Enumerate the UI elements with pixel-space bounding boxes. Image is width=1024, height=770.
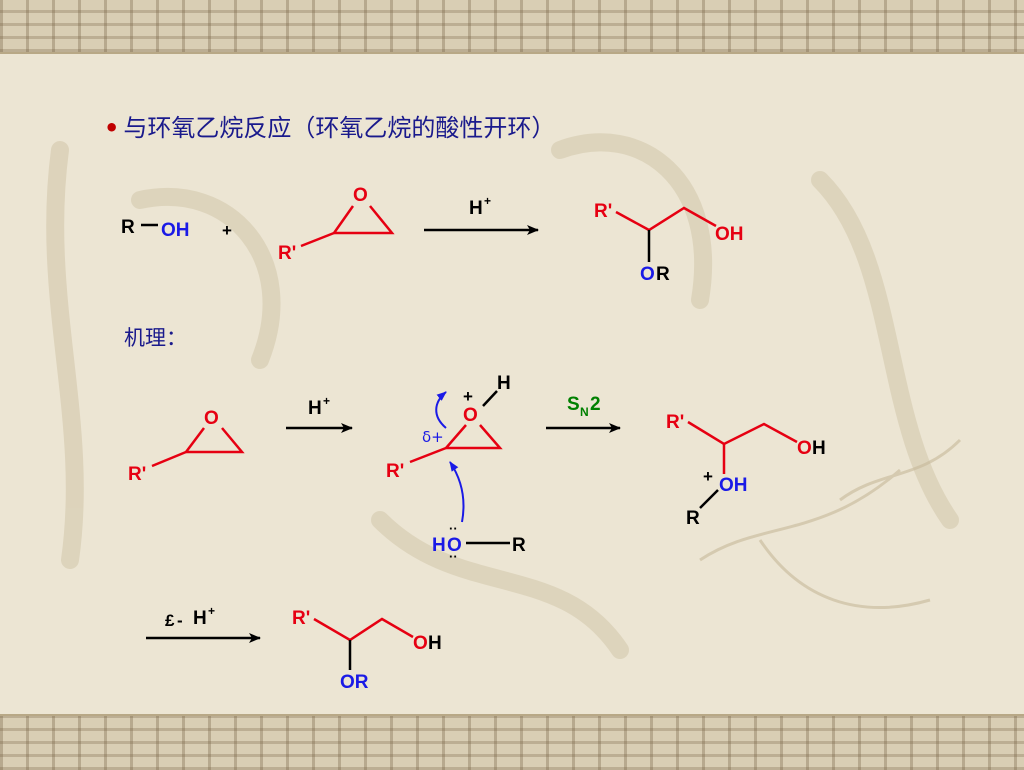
nucleophile-attack-arrow: [449, 461, 465, 523]
delta-plus-label: δ+: [422, 428, 444, 446]
mechanism-label: 机理：: [124, 326, 187, 350]
final-r-label: R': [292, 608, 310, 629]
plus-sign: +: [222, 221, 232, 240]
product-o-label: O: [640, 264, 655, 285]
electron-push-arrow-up: [435, 391, 447, 429]
protonated-epoxide: + H O R' δ+: [386, 373, 511, 523]
epoxide-ring: [331, 205, 395, 235]
mech-arrow-1-charge: +: [323, 394, 330, 408]
protonated-substituent-bond: [409, 446, 447, 464]
intermediate-o-label: O: [797, 438, 812, 459]
oxonium-h-label: H: [497, 373, 511, 394]
alcohol-reactant: R OH: [121, 217, 190, 241]
product-molecule: R' OH O R: [594, 201, 744, 285]
nucleophile-o-label: O: [447, 535, 462, 556]
mech-arrow-1-h: H: [308, 398, 322, 419]
mechanism-arrow-1: H +: [286, 394, 353, 433]
mechanism-arrow-3: £ - H +: [146, 604, 261, 643]
decorative-top-border: [0, 0, 1024, 54]
arrow-3-h: H: [193, 608, 207, 629]
mech-epoxide-ring: [183, 427, 245, 454]
nucleophile-r-label: R: [512, 535, 526, 556]
mechanism-arrow-2: S N 2: [546, 394, 621, 433]
product-oh-label: OH: [715, 224, 744, 245]
bullet-icon: •: [104, 114, 120, 142]
epoxide-r-label: R': [278, 243, 296, 264]
alcohol-oh-label: OH: [161, 220, 190, 241]
mech-epoxide-bond: [151, 450, 187, 468]
epoxide-o-label: O: [353, 185, 368, 206]
mech-epoxide-r-label: R': [128, 464, 146, 485]
mechanism-epoxide: O R': [128, 408, 245, 485]
protonated-ring: [443, 424, 503, 450]
oxonium-plus: +: [463, 387, 473, 406]
reaction-arrow-1: H +: [424, 194, 539, 235]
sn2-2: 2: [590, 394, 601, 415]
nucleophile-alcohol: H O ·· ·· R: [432, 521, 526, 564]
final-product: R' O H OR: [292, 608, 442, 693]
intermediate-r-label: R': [666, 412, 684, 433]
intermediate-h-label: H: [812, 438, 826, 459]
arrow-1-charge: +: [484, 194, 491, 208]
sn2-n: N: [580, 405, 589, 419]
arrow-3-charge: +: [208, 604, 215, 618]
lone-pair-bottom: ··: [449, 549, 458, 564]
heading-text: 与环氧乙烷反应（环氧乙烷的酸性开环）: [123, 114, 556, 142]
final-or-label: OR: [340, 672, 369, 693]
oxonium-o-label: O: [463, 405, 478, 426]
epoxide-reactant: O R': [278, 185, 395, 264]
sn2-s: S: [567, 394, 580, 415]
arrow-3-minus: -: [177, 611, 183, 630]
lone-pair-top: ··: [449, 521, 458, 536]
slide-heading: •与环氧乙烷反应（环氧乙烷的酸性开环）: [104, 108, 555, 143]
arrow-3-symbol: £: [165, 611, 175, 630]
alcohol-r-label: R: [121, 217, 135, 238]
nucleophile-h-label: H: [432, 535, 446, 556]
product-r2-label: R: [656, 264, 670, 285]
final-h-label: H: [428, 633, 442, 654]
epoxide-substituent-bond: [300, 231, 335, 248]
intermediate-r-bond: [699, 489, 719, 509]
intermediate-oh-label: OH: [719, 475, 748, 496]
intermediate-chain: [687, 420, 798, 446]
intermediate-plus: +: [703, 467, 713, 486]
oxonium-h-bond: [482, 390, 498, 407]
protonated-r-label: R': [386, 461, 404, 482]
final-chain: [313, 617, 414, 642]
mech-epoxide-o-label: O: [204, 408, 219, 429]
product-r-label: R': [594, 201, 612, 222]
decorative-bottom-border: [0, 714, 1024, 770]
arrow-1-h: H: [469, 198, 483, 219]
product-chain: [615, 206, 717, 232]
oxonium-intermediate: R' O H + OH R: [666, 412, 826, 529]
final-o-label: O: [413, 633, 428, 654]
intermediate-r2-label: R: [686, 508, 700, 529]
